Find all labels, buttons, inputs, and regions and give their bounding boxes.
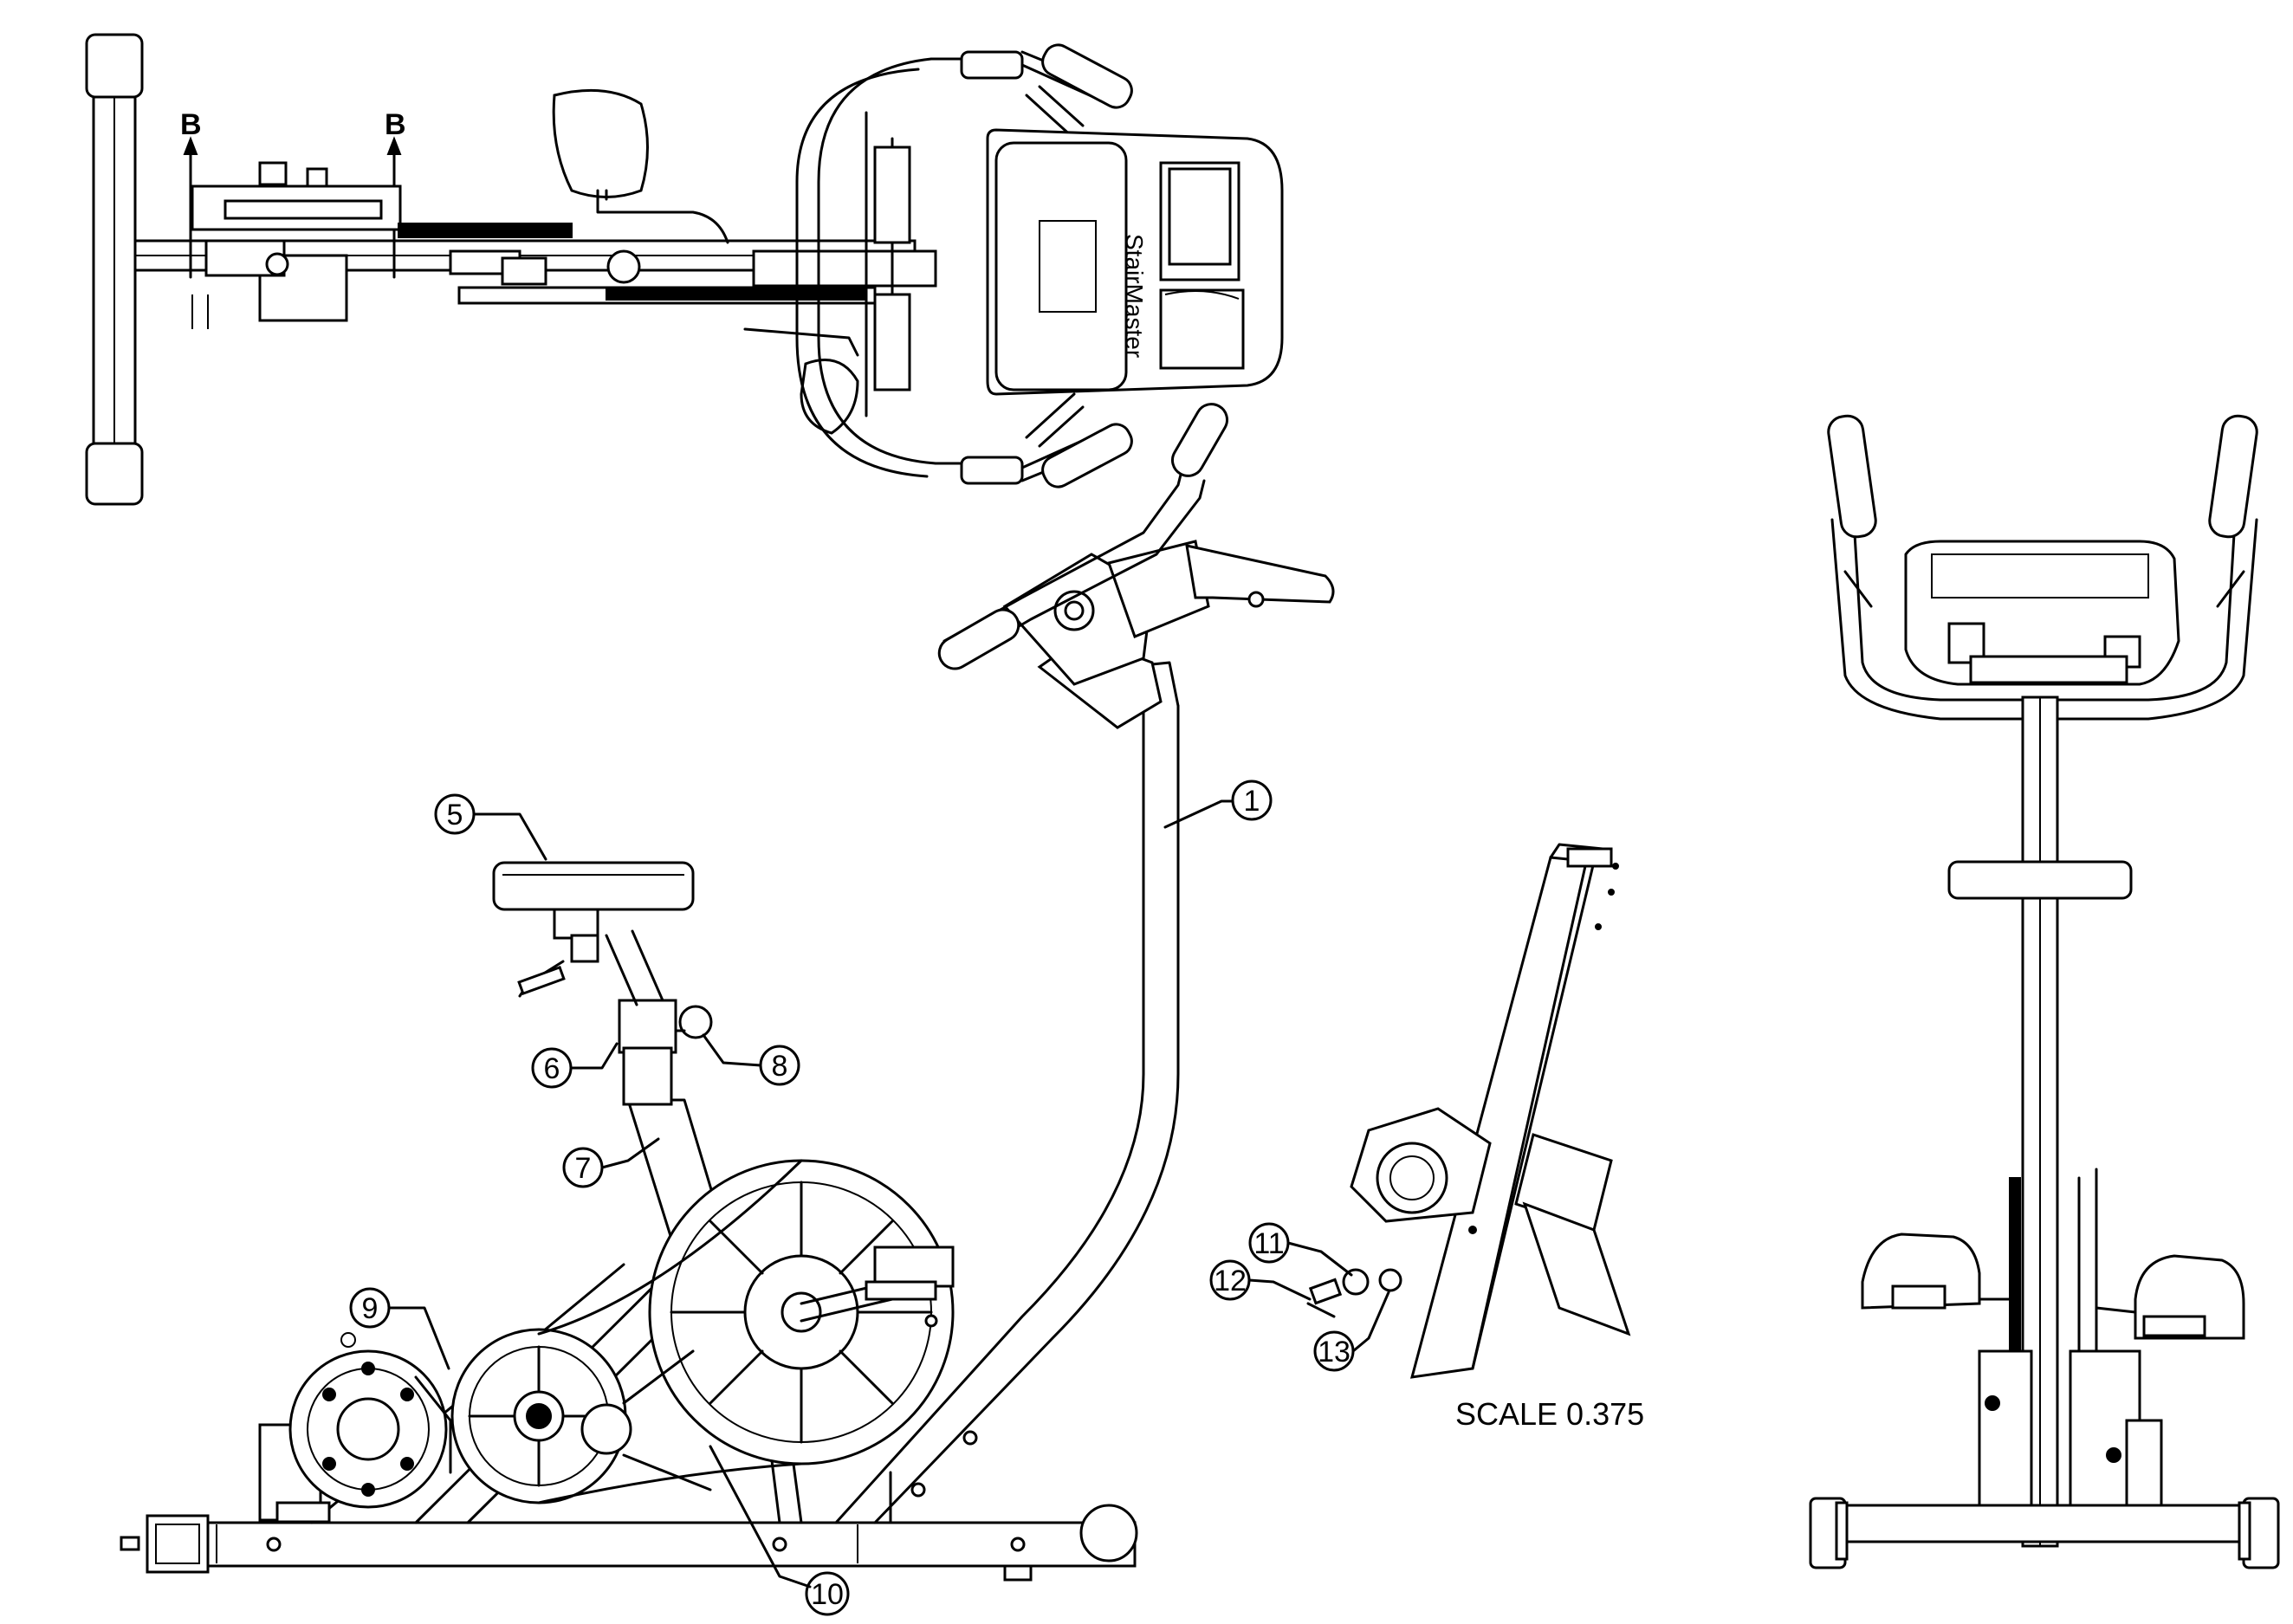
callout-5: 5 (434, 793, 547, 861)
generator (258, 1332, 452, 1524)
handlebar-top: StairMaster (795, 43, 1284, 488)
callout-13: 13 (1313, 1291, 1390, 1372)
detail-view (1306, 843, 1631, 1379)
callout-12: 12 (1209, 1259, 1312, 1301)
callout-number: 10 (811, 1578, 844, 1611)
front-view (1809, 414, 2280, 1569)
callout-number: 13 (1318, 1336, 1351, 1368)
callout-9: 9 (349, 1287, 450, 1370)
callout-number: 12 (1214, 1265, 1247, 1297)
callout-6: 6 (531, 1042, 619, 1089)
callout-number: 5 (447, 799, 463, 831)
drive-assembly-top (191, 161, 402, 329)
side-view (120, 403, 1335, 1582)
seat-side (492, 861, 695, 911)
drive-belt (537, 1159, 803, 1504)
callout-10: 10 (709, 1445, 850, 1616)
base-rail (120, 1504, 1138, 1582)
seat-top (552, 88, 729, 244)
top-view: B B (85, 33, 1284, 506)
callout-number: 1 (1244, 785, 1260, 818)
flywheel (648, 1159, 955, 1465)
callout-1: 1 (1163, 780, 1273, 829)
drive-wheel (450, 1328, 712, 1504)
section-label: B (180, 108, 202, 141)
section-arrow-b-left: B (180, 108, 202, 279)
callout-11: 11 (1248, 1222, 1353, 1277)
callouts: 1 5 6 7 8 9 (349, 780, 1390, 1616)
callout-number: 6 (544, 1052, 560, 1085)
rear-stabilizer (85, 33, 144, 506)
handlebar-side (937, 403, 1335, 729)
section-arrow-b-right: B (385, 108, 406, 279)
callout-7: 7 (562, 1137, 660, 1188)
callout-number: 11 (1253, 1227, 1284, 1260)
section-label: B (385, 108, 406, 141)
callout-number: 8 (772, 1050, 788, 1083)
scale-label: SCALE 0.375 (1455, 1396, 1644, 1432)
brand-mark: StairMaster (1121, 234, 1148, 358)
callout-number: 9 (362, 1292, 379, 1325)
callout-number: 7 (575, 1152, 592, 1185)
upright-tube (834, 661, 1180, 1524)
callout-8: 8 (702, 1033, 800, 1086)
